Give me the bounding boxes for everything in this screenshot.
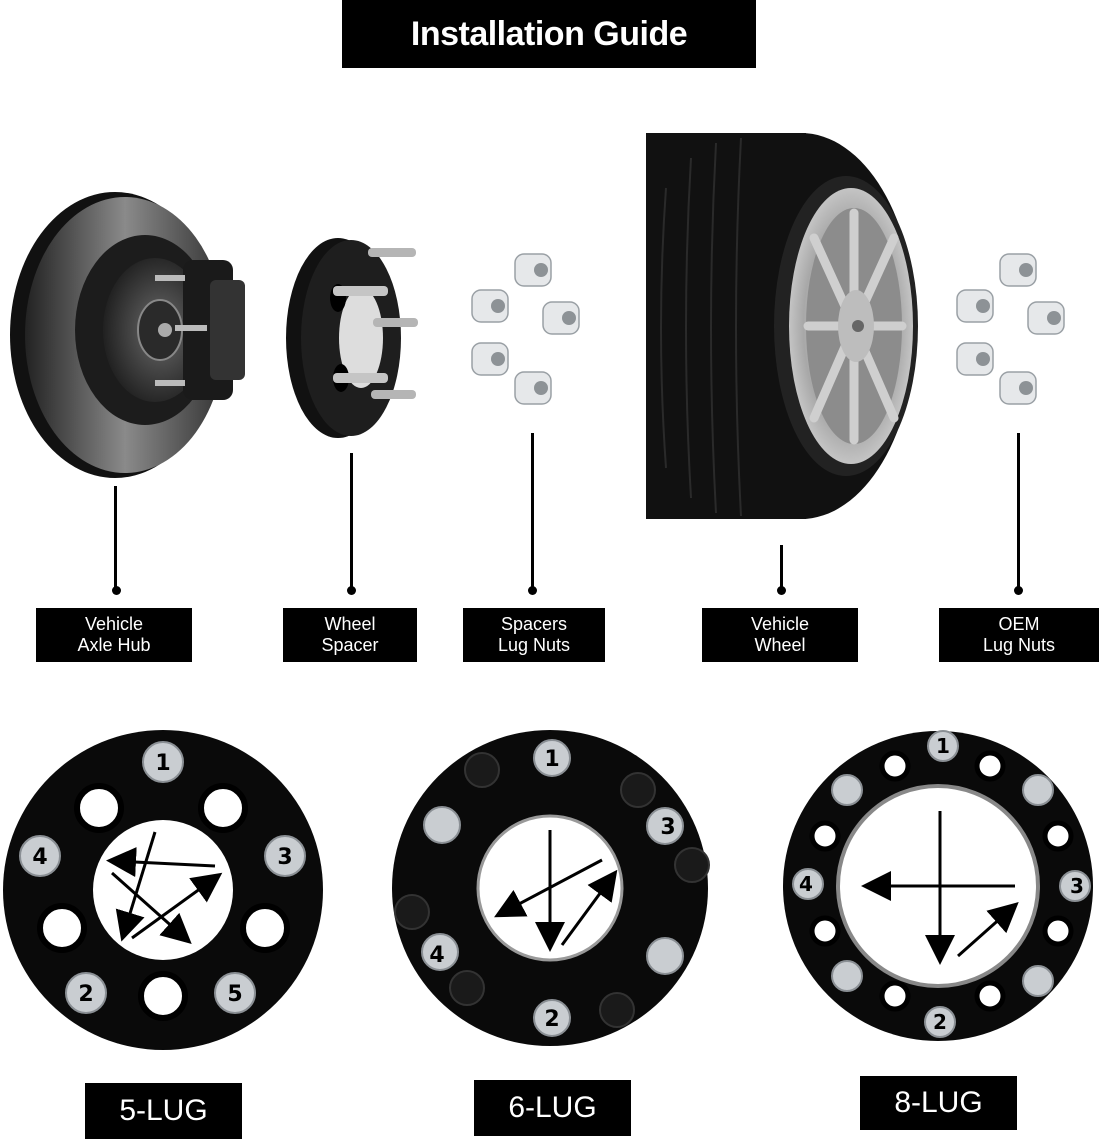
oem-lug-nuts-image [950, 250, 1070, 410]
page-title: Installation Guide [342, 0, 756, 68]
label-line: Spacers [500, 614, 568, 634]
svg-text:1: 1 [155, 751, 170, 776]
label-line: Vehicle [750, 614, 810, 634]
label-6-lug: 6-LUG [474, 1080, 631, 1136]
vehicle-wheel-image [636, 128, 926, 528]
label-wheel-spacer: Wheel Spacer [283, 608, 417, 662]
svg-text:3: 3 [277, 845, 292, 870]
connector-dot-spacer-lug-nuts [528, 586, 537, 595]
axle-hub-image [5, 190, 255, 480]
label-line: Axle Hub [77, 635, 151, 655]
label-line: OEM [998, 614, 1040, 634]
connector-line-spacer-lug-nuts [531, 433, 534, 590]
svg-text:2: 2 [933, 1010, 947, 1034]
label-spacer-lug-nuts: Spacers Lug Nuts [463, 608, 605, 662]
svg-text:2: 2 [544, 1007, 559, 1032]
svg-text:1: 1 [544, 747, 559, 772]
label-line: Wheel [324, 614, 376, 634]
svg-text:2: 2 [78, 982, 93, 1007]
label-vehicle-wheel: Vehicle Wheel [702, 608, 858, 662]
six-lug-diagram: 1 2 3 4 [392, 730, 712, 1050]
wheel-spacer-image [283, 228, 423, 448]
connector-dot-oem-lug-nuts [1014, 586, 1023, 595]
svg-text:3: 3 [660, 815, 675, 840]
label-line: Spacer [321, 635, 379, 655]
connector-line-vehicle-wheel [780, 545, 783, 590]
label-line: Lug Nuts [982, 635, 1056, 655]
label-axle-hub: Vehicle Axle Hub [36, 608, 192, 662]
label-oem-lug-nuts: OEM Lug Nuts [939, 608, 1099, 662]
svg-text:4: 4 [799, 872, 813, 896]
svg-text:1: 1 [936, 734, 950, 758]
connector-line-oem-lug-nuts [1017, 433, 1020, 590]
eight-lug-diagram: 1 2 3 4 [780, 726, 1100, 1046]
spacer-lug-nuts-image [465, 250, 585, 410]
connector-dot-axle-hub [112, 586, 121, 595]
label-8-lug: 8-LUG [860, 1076, 1017, 1130]
svg-text:4: 4 [429, 943, 444, 968]
svg-text:4: 4 [32, 845, 47, 870]
label-5-lug: 5-LUG [85, 1083, 242, 1139]
label-line: Wheel [754, 635, 806, 655]
label-line: Lug Nuts [497, 635, 571, 655]
svg-text:3: 3 [1070, 874, 1084, 898]
five-lug-diagram: 1 2 3 4 5 [0, 728, 330, 1058]
svg-text:5: 5 [227, 982, 242, 1007]
connector-line-wheel-spacer [350, 453, 353, 590]
connector-dot-vehicle-wheel [777, 586, 786, 595]
connector-line-axle-hub [114, 486, 117, 590]
connector-dot-wheel-spacer [347, 586, 356, 595]
label-line: Vehicle [84, 614, 144, 634]
